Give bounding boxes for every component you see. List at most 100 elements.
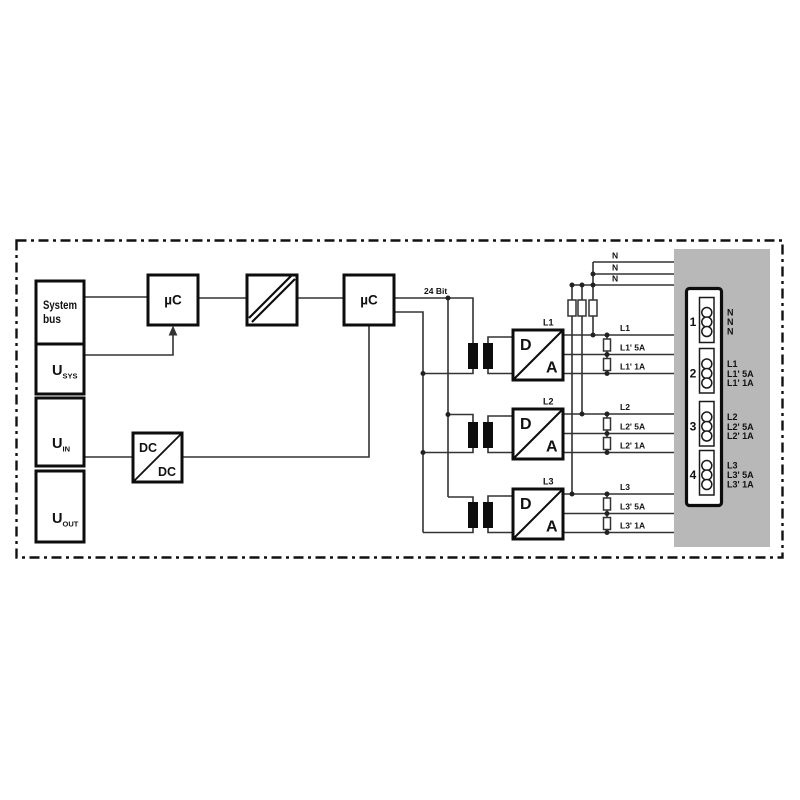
output-label: L2' 5A — [620, 422, 645, 432]
channel-l1: D A L1 L1 L1' 5A L1' 1A — [468, 318, 645, 382]
terminal-pin-label: L2 — [727, 412, 738, 422]
channel-l3: D A L3 L3 L3' 5A L3' 1A — [468, 477, 645, 541]
channel-name-label: L1 — [543, 318, 554, 328]
terminal-pin — [701, 420, 713, 433]
da-diagonal — [513, 489, 563, 539]
resistors — [567, 299, 612, 531]
n-line-label: N — [612, 274, 618, 284]
output-label: L2 — [620, 402, 630, 412]
output-label: L3 — [620, 482, 630, 492]
terminal-pin-label: L3' 5A — [727, 470, 754, 480]
uc1-label: µC — [164, 293, 182, 308]
transformer-winding — [468, 502, 478, 528]
terminal-pin — [701, 367, 713, 380]
system-bus-label-line2: bus — [43, 312, 61, 326]
da-d-label: D — [520, 337, 532, 354]
uc1-box — [146, 273, 200, 327]
uin-label: UIN — [52, 436, 70, 454]
dcdc-label-top: DC — [139, 441, 157, 455]
terminal-pin — [701, 358, 713, 370]
dcdc-label-bottom: DC — [158, 465, 176, 479]
transformer-winding — [468, 343, 478, 369]
uin-box — [34, 396, 86, 468]
usys-label: USYS — [52, 363, 78, 381]
resistor-shunt — [602, 417, 612, 431]
terminal-group-4: 4 L3 L3' 5A L3' 1A — [690, 449, 754, 496]
terminal-group-3: 3 L2 L2' 5A L2' 1A — [690, 400, 754, 447]
output-label: L1' 5A — [620, 343, 645, 353]
transformer-winding — [483, 502, 493, 528]
dcdc-box: DC DC — [131, 431, 184, 484]
system-bus-label-line1: System — [43, 298, 77, 312]
da-diagonal — [513, 409, 563, 459]
terminal-pin-label: L1 — [727, 359, 738, 369]
terminal-group-number: 2 — [690, 367, 697, 381]
terminal-group-number: 1 — [690, 315, 697, 329]
isolation-box — [245, 273, 299, 327]
wire-t1-da-top — [487, 336, 513, 343]
resistor-shunt — [602, 516, 612, 531]
wire-t2-da-top — [487, 415, 513, 422]
terminal-pin-label: L1' 5A — [727, 369, 754, 379]
terminal-pin-label: N — [727, 308, 734, 318]
da-d-label: D — [520, 496, 532, 513]
resistor-divider-l2 — [577, 299, 587, 317]
input-stack — [34, 279, 86, 544]
wire-t1-return — [423, 369, 474, 375]
da-a-label: A — [546, 360, 558, 377]
isolation-diagonal — [251, 278, 296, 323]
resistor-shunt — [602, 338, 612, 352]
uout-box — [34, 469, 86, 544]
terminal-pin — [701, 430, 713, 442]
terminal-pin — [701, 411, 713, 423]
wiring — [84, 261, 674, 534]
diagram-dashed-border — [15, 239, 784, 559]
bus-vertical-left — [394, 311, 424, 533]
terminal-pin-label: L2' 1A — [727, 431, 754, 441]
resistor-divider-l3 — [567, 299, 577, 317]
channel-name-label: L2 — [543, 397, 554, 407]
terminal-pin — [701, 306, 713, 319]
uc2-box — [342, 273, 396, 327]
terminal-pin-label: L1' 1A — [727, 378, 754, 388]
resistor-divider-l1 — [588, 299, 598, 317]
terminal-pin — [701, 316, 713, 328]
terminal-pin — [701, 469, 713, 481]
terminal-group-number: 4 — [690, 468, 697, 482]
terminal-pin — [701, 377, 713, 389]
wire-t3-da-bottom — [487, 528, 513, 534]
resistor-shunt — [602, 497, 612, 511]
output-label: L1' 1A — [620, 362, 645, 372]
wire-t3-return — [423, 528, 474, 534]
channel-l2: D A L2 L2 L2' 5A L2' 1A — [468, 397, 645, 461]
terminal-pin-label: L2' 5A — [727, 422, 754, 432]
wire-t2-return — [423, 448, 474, 454]
da-diagonal — [513, 330, 563, 380]
dcdc-diagonal — [133, 433, 182, 482]
wire-t3-da-top — [487, 495, 513, 502]
uc2-label: µC — [360, 293, 378, 308]
terminal-pin — [701, 478, 713, 491]
terminal-pin-label: N — [727, 327, 734, 337]
wire-usys-uc1 — [84, 334, 174, 356]
channel-name-label: L3 — [543, 477, 554, 487]
output-label: L3' 5A — [620, 502, 645, 512]
terminal-group-2: 2 L1 L1' 5A L1' 1A — [690, 347, 754, 394]
terminal-pin-label: L3 — [727, 461, 738, 471]
terminal-pin — [701, 459, 713, 472]
terminal-pin-label: L3' 1A — [727, 480, 754, 490]
uout-label: UOUT — [52, 511, 79, 529]
bus-width-label: 24 Bit — [424, 286, 447, 296]
da-d-label: D — [520, 416, 532, 433]
wire-t3-feed — [448, 496, 474, 502]
da-a-label: A — [546, 439, 558, 456]
transformer-winding — [483, 343, 493, 369]
transformer-winding — [468, 422, 478, 448]
resistor-shunt — [602, 357, 612, 372]
wire-t1-da-bottom — [487, 369, 513, 375]
isolation-diagonal — [248, 274, 293, 319]
terminal-pin-label: N — [727, 317, 734, 327]
junction-dots — [420, 271, 610, 535]
